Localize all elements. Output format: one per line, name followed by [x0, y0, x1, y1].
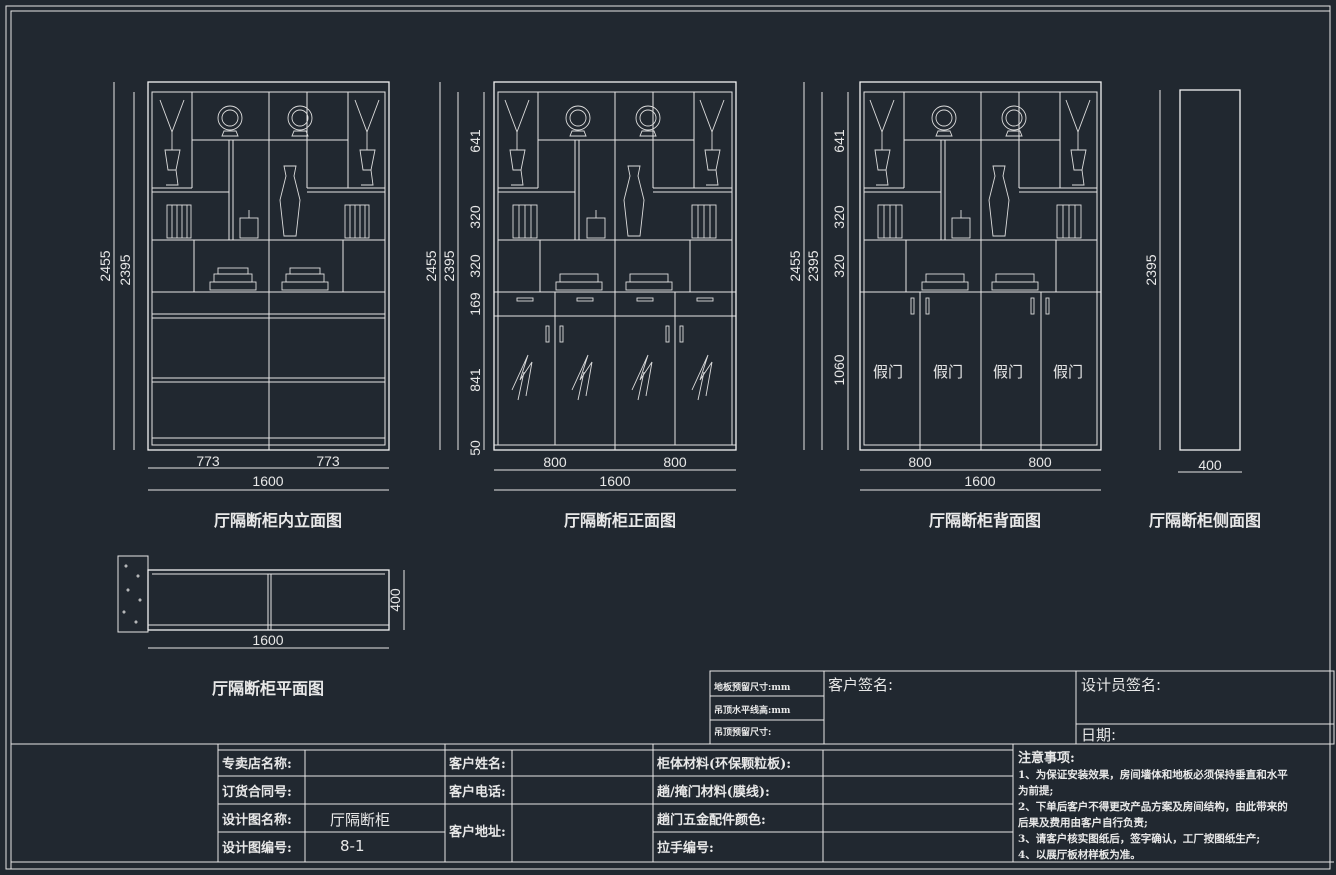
contract-no-label: 订货合同号: — [222, 784, 292, 800]
inner-frame — [10, 10, 1331, 870]
front-total-width: 1600 — [599, 473, 630, 489]
fake-door-label-2: 假门 — [933, 363, 963, 381]
notes-title: 注意事项: — [1018, 750, 1075, 766]
designer-signature-label: 设计员签名: — [1081, 676, 1161, 694]
date-label: 日期: — [1081, 726, 1116, 744]
front-seg-50: 50 — [467, 440, 483, 456]
inner-elevation-view: 2455 2395 773 773 1600 厅隔断柜内立面图 — [97, 81, 390, 530]
front-seg-320b: 320 — [467, 254, 483, 278]
plan-view: 400 1600 厅隔断柜平面图 — [117, 555, 405, 698]
front-seg-841: 841 — [467, 368, 483, 392]
store-name-label: 专卖店名称: — [222, 756, 292, 772]
back-total-width: 1600 — [964, 473, 995, 489]
front-width-right: 800 — [663, 454, 687, 470]
back-seg-320a: 320 — [831, 205, 847, 229]
design-no-label: 设计图编号: — [222, 840, 292, 856]
inner-total-width: 1600 — [252, 473, 283, 489]
inner-width-left: 773 — [196, 453, 220, 469]
front-view-caption: 厅隔断柜正面图 — [564, 511, 676, 530]
side-height: 2395 — [1143, 254, 1159, 285]
back-seg-320b: 320 — [831, 254, 847, 278]
floor-reserve-label: 地板预留尺寸:mm — [714, 681, 791, 693]
fake-door-label-4: 假门 — [1053, 363, 1083, 381]
back-elevation-view: 假门 假门 假门 假门 2455 2395 641 320 320 1060 8… — [787, 81, 1102, 530]
customer-phone-label: 客户电话: — [449, 784, 506, 800]
back-view-caption: 厅隔断柜背面图 — [929, 511, 1041, 530]
note-line: 2、下单后客户不得更改产品方案及房间结构，由此带来的 — [1018, 800, 1288, 813]
note-line: 4、以展厅板材样板为准。 — [1018, 848, 1141, 861]
front-seg-641: 641 — [467, 129, 483, 153]
inner-view-caption: 厅隔断柜内立面图 — [214, 511, 342, 530]
back-width-right: 800 — [1028, 454, 1052, 470]
note-line: 为前提; — [1018, 784, 1053, 797]
side-view: 2395 400 厅隔断柜侧面图 — [1143, 89, 1261, 530]
front-elevation-view: 2455 2395 641 320 320 169 841 50 800 800… — [423, 81, 737, 530]
customer-name-label: 客户姓名: — [449, 756, 506, 772]
note-line: 3、请客户核实图纸后，签字确认，工厂按图纸生产; — [1018, 832, 1260, 845]
inner-width-right: 773 — [316, 453, 340, 469]
front-seg-169: 169 — [467, 292, 483, 316]
back-seg-1060: 1060 — [831, 354, 847, 385]
back-seg-641: 641 — [831, 129, 847, 153]
fake-door-label-3: 假门 — [993, 363, 1023, 381]
back-total-height: 2455 — [787, 250, 803, 281]
customer-signature-label: 客户签名: — [828, 676, 893, 694]
note-line: 后果及费用由客户自行负责; — [1018, 816, 1148, 829]
plan-view-caption: 厅隔断柜平面图 — [212, 679, 324, 698]
inner-total-height: 2455 — [97, 250, 113, 281]
design-no-value: 8-1 — [340, 837, 365, 855]
plan-depth: 400 — [387, 588, 403, 612]
back-width-left: 800 — [908, 454, 932, 470]
front-seg-320a: 320 — [467, 205, 483, 229]
fake-door-label-1: 假门 — [873, 363, 903, 381]
door-material-label: 趟/掩门材料(膜线): — [657, 784, 770, 800]
plan-width: 1600 — [252, 632, 283, 648]
title-block: 专卖店名称: 订货合同号: 设计图名称: 厅隔断柜 设计图编号: 8-1 客户姓… — [11, 743, 1334, 863]
side-depth: 400 — [1198, 457, 1222, 473]
ceiling-reserve-label: 吊顶预留尺寸: — [714, 726, 771, 738]
front-width-left: 800 — [543, 454, 567, 470]
back-internal-height: 2395 — [805, 250, 821, 281]
front-internal-height: 2395 — [441, 250, 457, 281]
design-name-value: 厅隔断柜 — [330, 811, 390, 829]
cabinet-material-label: 柜体材料(环保颗粒板): — [656, 756, 791, 772]
ceiling-level-label: 吊顶水平线高:mm — [714, 704, 791, 716]
front-total-height: 2455 — [423, 250, 439, 281]
handle-no-label: 拉手编号: — [657, 840, 714, 856]
customer-address-label: 客户地址: — [449, 824, 506, 840]
inner-internal-height: 2395 — [117, 254, 133, 285]
design-name-label: 设计图名称: — [222, 812, 292, 828]
signature-box: 地板预留尺寸:mm 吊顶水平线高:mm 吊顶预留尺寸: 客户签名: 设计员签名:… — [709, 670, 1335, 745]
note-line: 1、为保证安装效果，房间墙体和地板必须保持垂直和水平 — [1018, 768, 1288, 781]
hardware-color-label: 趟门五金配件颜色: — [657, 812, 766, 828]
side-view-caption: 厅隔断柜侧面图 — [1149, 511, 1261, 530]
